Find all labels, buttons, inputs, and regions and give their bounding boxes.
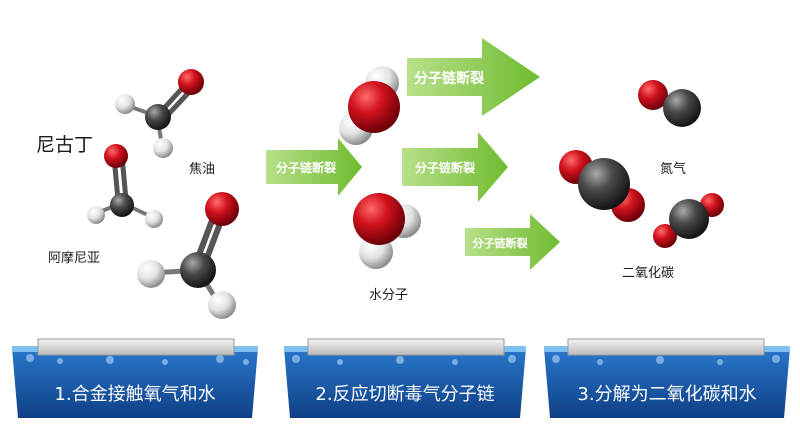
arrow-4-label: 分子链断裂 (472, 237, 528, 250)
tray-2 (284, 338, 526, 418)
arrow-3-label: 分子链断裂 (414, 161, 475, 175)
arrow-4 (465, 214, 560, 270)
tray-3 (544, 338, 790, 418)
molecule-middle (87, 144, 163, 228)
co2-molecule-large (559, 150, 645, 222)
label-nicotine: 尼古丁 (36, 134, 94, 156)
tray-1 (12, 338, 258, 418)
arrow-2-label: 分子链断裂 (414, 71, 484, 87)
molecule-top (115, 69, 204, 158)
label-water-molecule: 水分子 (369, 288, 409, 303)
arrow-1-label: 分子链断裂 (275, 161, 336, 175)
stage-3-label: 3.分解为二氧化碳和水 (577, 384, 757, 405)
water-molecule-top (339, 66, 400, 145)
label-tar: 焦油 (189, 162, 216, 177)
stage-1-label: 1.合金接触氧气和水 (54, 384, 216, 405)
label-carbon-dioxide: 二氧化碳 (622, 266, 675, 281)
arrow-1 (266, 138, 362, 196)
co2-molecule-small (653, 193, 724, 248)
nitrogen-molecule (638, 80, 701, 127)
molecule-bottom (137, 192, 239, 319)
water-molecule-bottom (353, 193, 421, 269)
label-ammonia: 阿摩尼亚 (48, 251, 101, 266)
arrow-3 (402, 132, 508, 202)
label-nitrogen: 氮气 (660, 162, 687, 177)
arrow-2 (407, 38, 540, 116)
stage-2-label: 2.反应切断毒气分子链 (315, 384, 495, 405)
